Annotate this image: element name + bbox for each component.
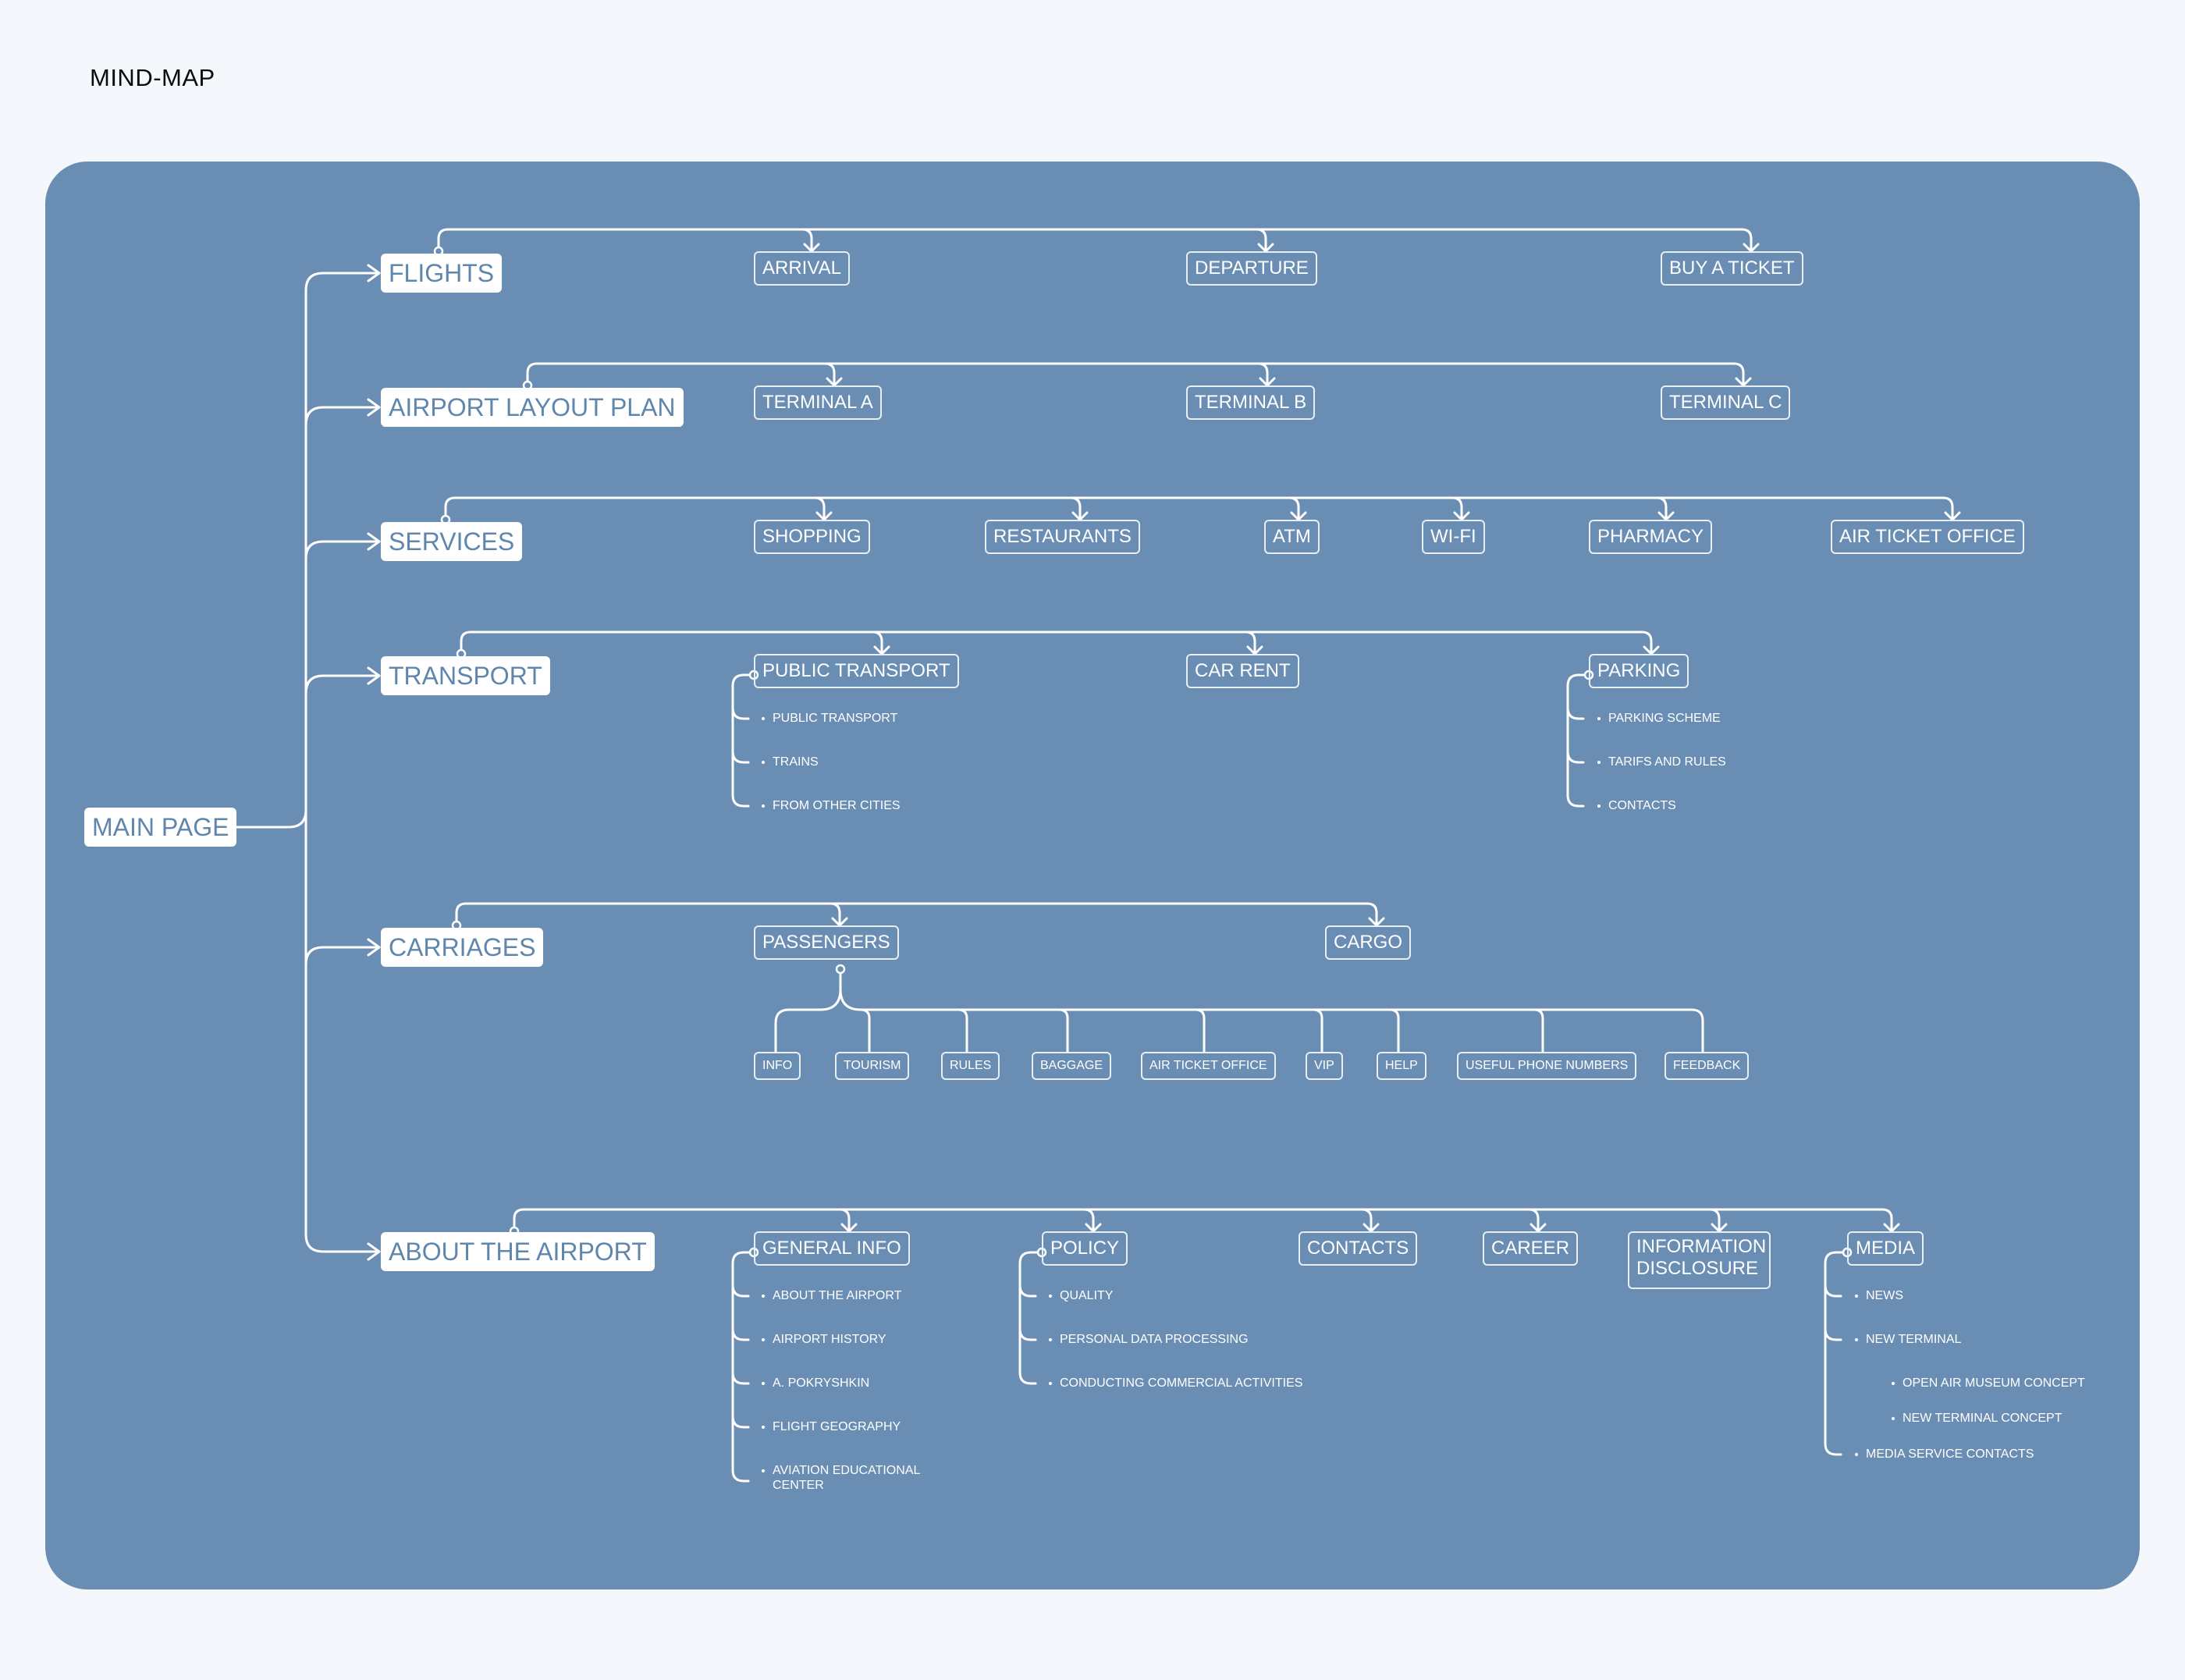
list-item-tarifs-and-rules[interactable]: TARIFS AND RULES [1597,755,1726,769]
node-career[interactable]: CAREER [1483,1231,1579,1266]
node-about-the-airport[interactable]: ABOUT THE AIRPORT [381,1232,655,1271]
node-flights[interactable]: FLIGHTS [381,254,503,293]
node-pharmacy[interactable]: PHARMACY [1589,520,1713,554]
node-air-ticket-office-passengers[interactable]: AIR TICKET OFFICE [1141,1052,1276,1080]
node-atm[interactable]: ATM [1264,520,1320,554]
list-item-conducting-commercial-activities[interactable]: CONDUCTING COMMERCIAL ACTIVITIES [1048,1376,1303,1390]
node-vip[interactable]: VIP [1306,1052,1343,1080]
node-feedback[interactable]: FEEDBACK [1665,1052,1750,1080]
node-carriages[interactable]: CARRIAGES [381,928,544,967]
node-contacts[interactable]: CONTACTS [1299,1231,1418,1266]
list-item-parking-contacts[interactable]: CONTACTS [1597,799,1676,812]
node-buy-a-ticket[interactable]: BUY A TICKET [1661,251,1803,286]
list-item-new-terminal-concept[interactable]: NEW TERMINAL CONCEPT [1891,1412,2062,1425]
node-parking[interactable]: PARKING [1589,654,1689,688]
list-item-new-terminal[interactable]: NEW TERMINAL [1854,1333,1962,1346]
list-item-open-air-museum-concept[interactable]: OPEN AIR MUSEUM CONCEPT [1892,1376,2085,1390]
list-item-parking-scheme[interactable]: PARKING SCHEME [1597,712,1721,725]
node-airport-layout-plan[interactable]: AIRPORT LAYOUT PLAN [381,388,684,427]
node-general-info[interactable]: GENERAL INFO [754,1231,910,1266]
node-media[interactable]: MEDIA [1847,1231,1924,1266]
node-restaurants[interactable]: RESTAURANTS [985,520,1140,554]
node-departure[interactable]: DEPARTURE [1186,251,1317,286]
node-baggage[interactable]: BAGGAGE [1032,1052,1112,1080]
node-public-transport[interactable]: PUBLIC TRANSPORT [754,654,959,688]
list-item-media-service-contacts[interactable]: MEDIA SERVICE CONTACTS [1854,1447,2034,1461]
node-policy[interactable]: POLICY [1042,1231,1128,1266]
node-services[interactable]: SERVICES [381,522,523,561]
root-node-main-page[interactable]: MAIN PAGE [84,808,237,847]
node-terminal-c[interactable]: TERMINAL C [1661,385,1791,420]
node-terminal-a[interactable]: TERMINAL A [754,385,882,420]
node-transport[interactable]: TRANSPORT [381,656,550,695]
node-rules[interactable]: RULES [941,1052,1000,1080]
list-item-airport-history[interactable]: AIRPORT HISTORY [762,1333,886,1346]
list-item-from-other-cities[interactable]: FROM OTHER CITIES [762,799,901,812]
node-useful-phone-numbers[interactable]: USEFUL PHONE NUMBERS [1457,1052,1637,1080]
node-wi-fi[interactable]: WI-FI [1422,520,1485,554]
node-passengers[interactable]: PASSENGERS [754,925,899,960]
list-item-aviation-educational-center[interactable]: AVIATION EDUCATIONAL CENTER [762,1463,929,1493]
list-item-a-pokryshkin[interactable]: A. POKRYSHKIN [761,1376,870,1390]
node-car-rent[interactable]: CAR RENT [1186,654,1299,688]
node-air-ticket-office[interactable]: AIR TICKET OFFICE [1831,520,2024,554]
node-shopping[interactable]: SHOPPING [754,520,870,554]
list-item-trains[interactable]: TRAINS [762,755,819,769]
list-item-flight-geography[interactable]: FLIGHT GEOGRAPHY [761,1420,901,1433]
node-cargo[interactable]: CARGO [1325,925,1412,960]
node-arrival[interactable]: ARRIVAL [754,251,850,286]
list-item-quality[interactable]: QUALITY [1048,1289,1114,1302]
list-item-about-the-airport[interactable]: ABOUT THE AIRPORT [761,1289,902,1302]
node-info[interactable]: INFO [754,1052,801,1080]
node-help[interactable]: HELP [1377,1052,1426,1080]
node-information-disclosure[interactable]: INFORMATION DISCLOSURE [1628,1231,1771,1289]
node-tourism[interactable]: TOURISM [835,1052,910,1080]
list-item-public-transport[interactable]: PUBLIC TRANSPORT [761,712,898,725]
list-item-personal-data-processing[interactable]: PERSONAL DATA PROCESSING [1049,1333,1249,1346]
page-title: MIND-MAP [90,64,215,91]
node-terminal-b[interactable]: TERMINAL B [1186,385,1316,420]
list-item-news[interactable]: NEWS [1855,1289,1903,1302]
